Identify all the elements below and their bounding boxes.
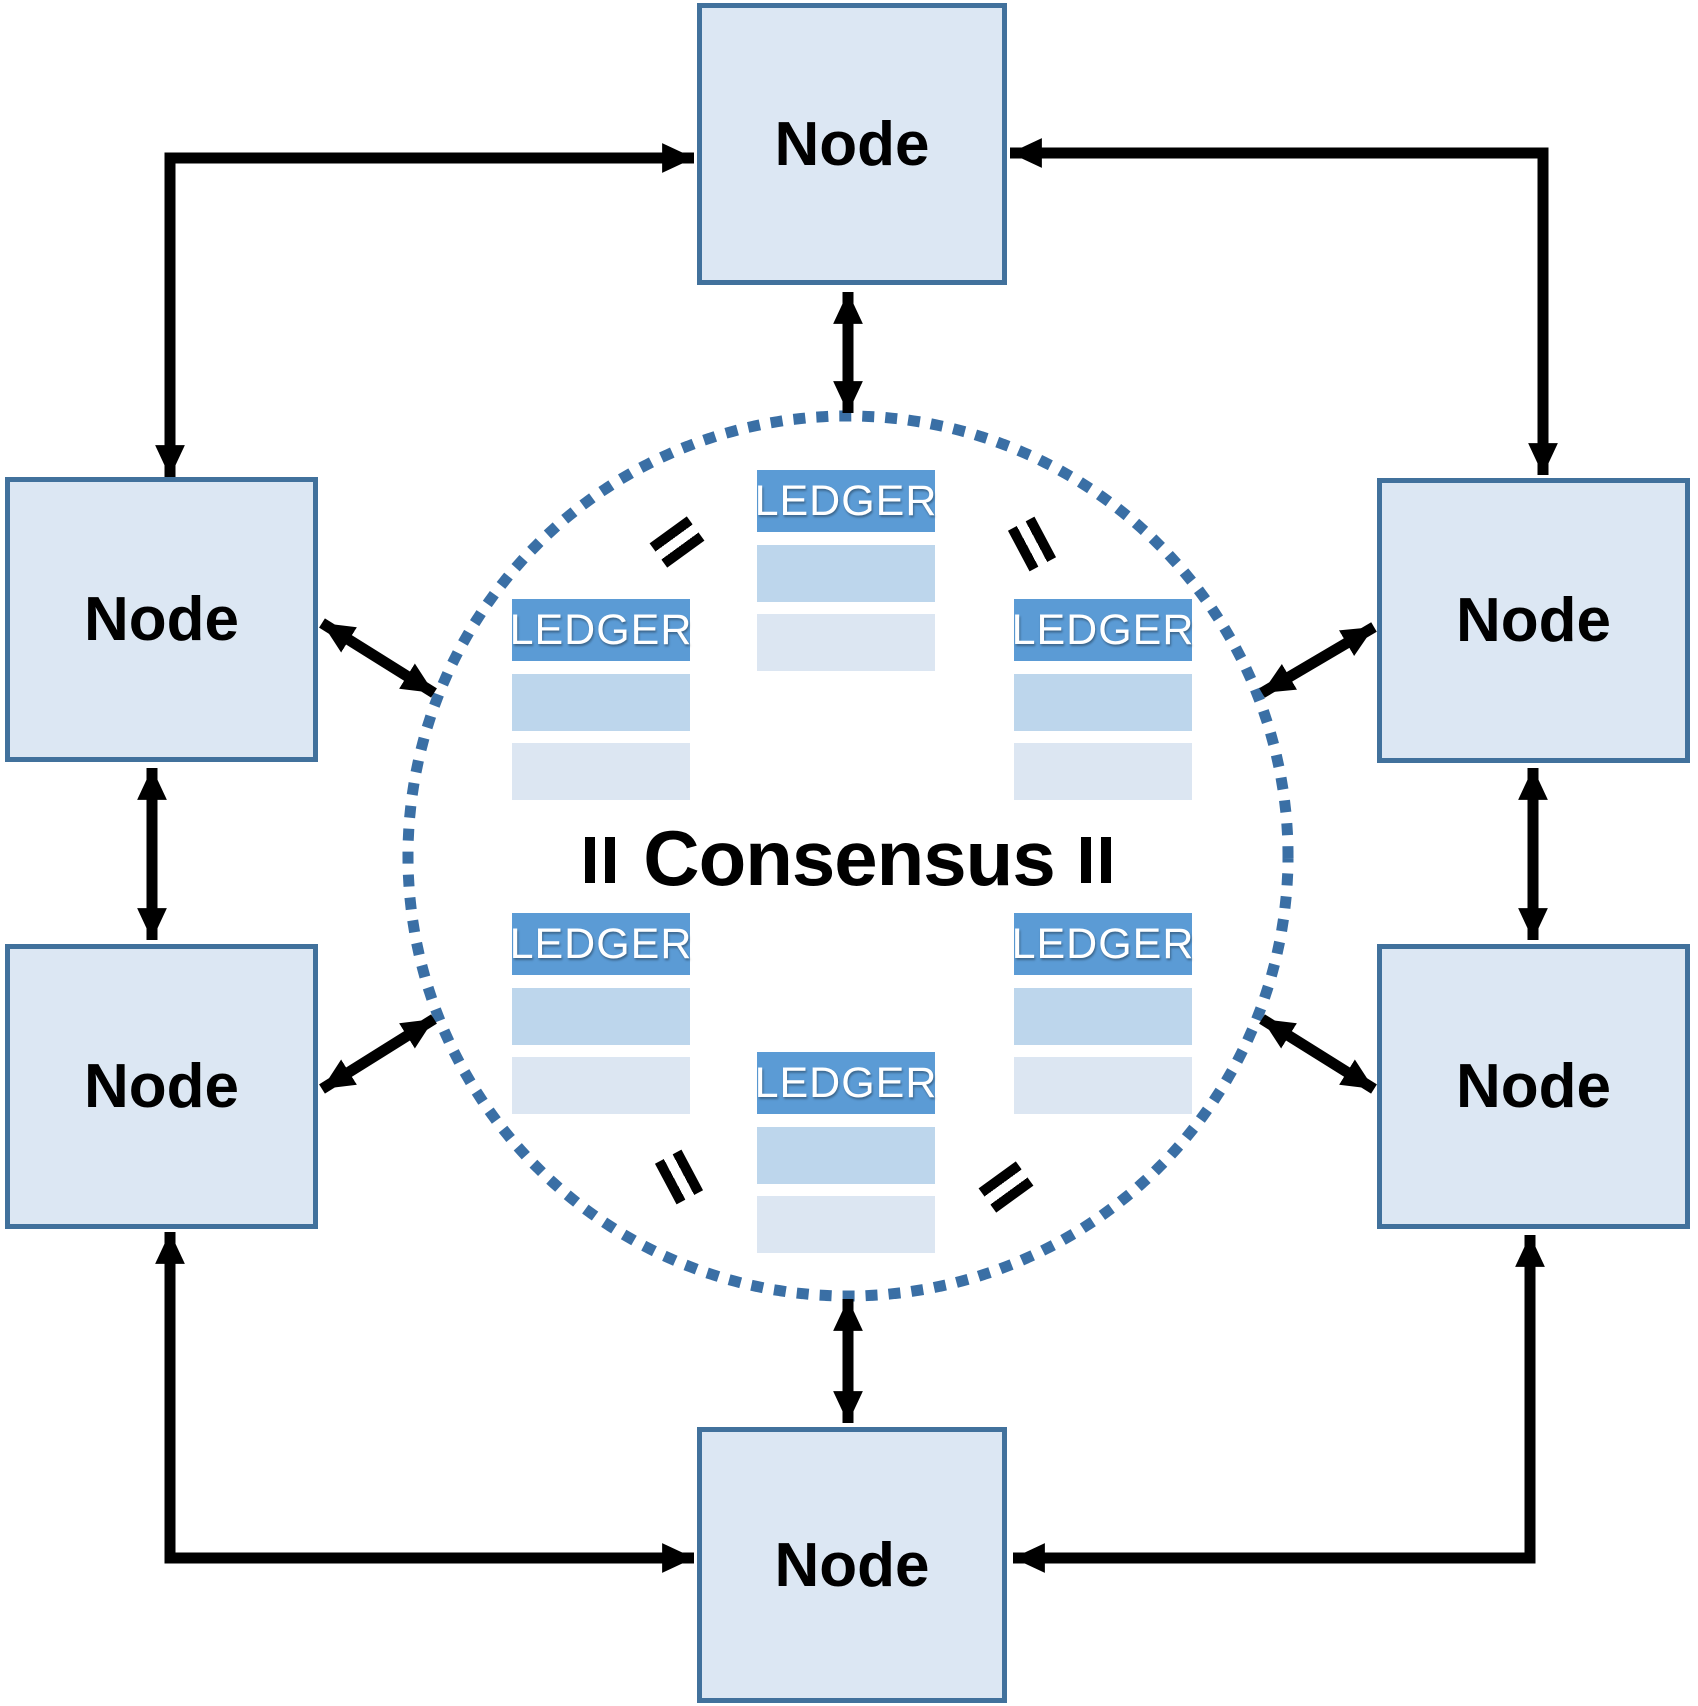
node-label: Node xyxy=(84,585,239,654)
consensus-dotted-circle xyxy=(402,410,1294,1302)
ledger-row xyxy=(512,674,690,731)
ledger-table-bottom-center: LEDGER xyxy=(755,1052,936,1253)
ledger-table-upper-right: LEDGER xyxy=(1012,599,1193,800)
node-box-right-lower: Node xyxy=(1377,944,1690,1229)
ledger-header: LEDGER xyxy=(510,913,691,975)
arrow-circle-to-right-upper-node xyxy=(1259,622,1377,698)
node-box-left-upper: Node xyxy=(5,477,318,762)
ledger-header: LEDGER xyxy=(755,470,936,532)
elbow-arrow-left-lower-bottom xyxy=(155,1232,694,1573)
ledger-row xyxy=(1014,988,1192,1045)
elbow-arrow-left-upper-top xyxy=(155,143,694,477)
node-label: Node xyxy=(774,109,930,179)
ledger-table-lower-right: LEDGER xyxy=(1012,913,1193,1114)
arrow-left-lower-node-to-circle xyxy=(319,1014,437,1094)
arrow-left-upper-node-to-circle xyxy=(319,618,437,698)
ledger-row xyxy=(757,1127,935,1184)
ledger-row xyxy=(512,743,690,800)
ledger-table-lower-left: LEDGER xyxy=(510,913,691,1114)
consensus-title: Consensus xyxy=(643,813,1055,902)
arrow-circle-to-right-lower-node xyxy=(1259,1014,1377,1094)
ledger-header: LEDGER xyxy=(510,599,691,661)
ledger-row xyxy=(512,988,690,1045)
equals-icon-middle-right xyxy=(1081,837,1111,883)
ledger-row xyxy=(1014,743,1192,800)
node-label: Node xyxy=(84,1052,239,1121)
ledger-row xyxy=(1014,674,1192,731)
ledger-row xyxy=(757,1196,935,1253)
ledger-row xyxy=(757,614,935,671)
ledger-row xyxy=(512,1057,690,1114)
ledger-header: LEDGER xyxy=(755,1052,936,1114)
node-box-left-lower: Node xyxy=(5,944,318,1229)
ledger-table-top-center: LEDGER xyxy=(755,470,936,671)
ledger-table-upper-left: LEDGER xyxy=(510,599,691,800)
node-box-top: Node xyxy=(697,3,1007,285)
node-label: Node xyxy=(774,1530,930,1600)
node-box-right-upper: Node xyxy=(1377,478,1690,763)
node-label: Node xyxy=(1456,1052,1611,1121)
node-box-bottom: Node xyxy=(697,1427,1007,1703)
elbow-arrow-top-right-upper xyxy=(1010,138,1558,475)
elbow-arrow-right-lower-bottom xyxy=(1013,1235,1545,1573)
ledger-row xyxy=(1014,1057,1192,1114)
ledger-header: LEDGER xyxy=(1012,913,1193,975)
ledger-row xyxy=(757,545,935,602)
equals-icon-middle-left xyxy=(585,837,615,883)
node-label: Node xyxy=(1456,586,1611,655)
ledger-header: LEDGER xyxy=(1012,599,1193,661)
